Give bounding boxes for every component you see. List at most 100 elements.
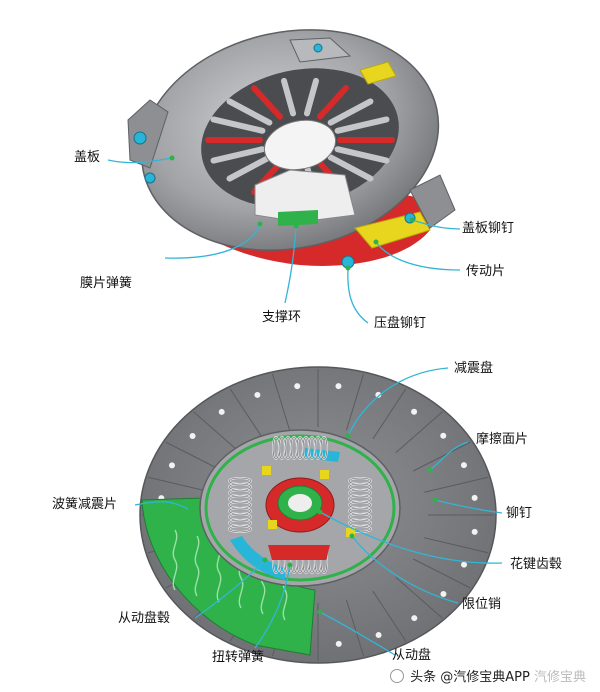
cover-lug-left	[127, 99, 169, 169]
leader-dot	[262, 557, 268, 563]
label-driven-plate: 从动盘	[392, 648, 432, 663]
wave-line	[172, 529, 178, 591]
toutiao-logo-icon	[389, 669, 404, 683]
torsion-spring	[272, 436, 328, 460]
facing-rivet	[461, 561, 468, 568]
leader-stop-pin	[351, 535, 459, 604]
leader-dot	[349, 533, 355, 539]
leader-driven-plate	[319, 611, 396, 656]
facing-segment-line	[413, 441, 471, 472]
leader-dot	[345, 265, 351, 271]
label-driven-hub: 从动盘毂	[118, 611, 171, 626]
diaphragm-finger	[210, 116, 266, 134]
facing-segment-line	[271, 373, 291, 431]
leader-dot	[409, 217, 415, 223]
diaphragm-finger	[317, 85, 349, 120]
label-wave-damper-plate: 波簧减震片	[52, 497, 118, 512]
facing-rivet	[168, 462, 175, 469]
diaphragm-finger	[327, 98, 374, 126]
diaphragm-finger	[226, 154, 273, 182]
facing-rivet	[411, 408, 418, 415]
label-damper-disc: 减震盘	[454, 361, 494, 376]
damper-accent	[230, 536, 285, 580]
facing-rivet	[375, 391, 382, 398]
leader-dot	[187, 507, 193, 513]
facing-rivet	[335, 383, 342, 390]
leader-driven-hub	[194, 559, 266, 619]
facing-segment-line	[395, 576, 443, 619]
top-leader-lines	[107, 157, 461, 324]
facing-segment-line	[345, 599, 365, 657]
label-spline-hub: 花键齿毂	[510, 557, 563, 572]
facing-rivet	[335, 640, 342, 647]
facing-rivet	[471, 528, 478, 535]
label-cover-rivet: 盖板铆钉	[462, 221, 515, 236]
facing-segment-line	[165, 441, 223, 472]
leader-diaphragm-spring	[164, 223, 261, 259]
torsion-spring	[228, 477, 252, 533]
watermark-faint: 汽修宝典	[533, 670, 586, 685]
facing-segment-line	[345, 373, 365, 431]
leader-dot	[345, 433, 351, 439]
top-leader-dots	[169, 155, 415, 271]
diaphragm-finger	[210, 146, 266, 164]
support-ring	[278, 210, 318, 226]
stop-pin	[320, 470, 329, 479]
leader-support-ring	[284, 225, 297, 304]
stop-pin	[346, 528, 355, 537]
leader-cover-rivet	[411, 219, 461, 230]
facing-rivet	[411, 615, 418, 622]
diaphragm-finger	[327, 154, 374, 182]
leader-dot	[317, 509, 323, 515]
leader-torsion-spring	[254, 564, 291, 649]
leader-dot	[287, 562, 293, 568]
bottom-leader-dots	[187, 433, 438, 615]
facing-rivet	[189, 432, 196, 439]
facing-segment-line	[372, 388, 407, 440]
label-drive-strap: 传动片	[466, 264, 506, 279]
facing-segment-line	[413, 558, 471, 589]
cutaway-section	[254, 169, 356, 223]
facing-rivet	[460, 462, 467, 469]
diaphragm-finger	[226, 98, 273, 126]
bottom-leader-lines	[134, 367, 503, 656]
facing-rivet	[218, 408, 225, 415]
leader-dot	[427, 467, 433, 473]
wave-line	[194, 535, 200, 597]
spring-coil-outline	[228, 525, 252, 533]
leader-damper-disc	[347, 367, 449, 437]
watermark: 头条 @汽修宝典APP 汽修宝典	[385, 665, 590, 686]
driven-hub	[268, 545, 330, 560]
leader-dot	[169, 155, 175, 161]
label-pressure-plate-rivet: 压盘铆钉	[374, 316, 427, 331]
facing-segment-line	[193, 411, 241, 454]
cover-rivet	[313, 43, 323, 53]
leader-dot	[257, 221, 263, 227]
facing-segment-line	[424, 537, 489, 554]
label-rivet: 铆钉	[506, 506, 533, 521]
facing-segment-line	[395, 411, 443, 454]
leader-drive-strap	[375, 241, 461, 271]
cover-rivet	[144, 172, 156, 184]
diaphragm-finger	[251, 85, 283, 120]
facing-rivet	[375, 632, 382, 639]
stop-pin	[268, 520, 277, 529]
label-friction-facing: 摩擦面片	[476, 432, 529, 447]
clutch-disc-assembly	[139, 366, 497, 664]
leader-friction-facing	[429, 441, 469, 471]
torsion-spring	[348, 477, 372, 533]
facing-segment-line	[147, 476, 212, 493]
diaphragm-finger	[303, 77, 319, 117]
watermark-prefix: 头条	[410, 670, 441, 685]
clutch-cover-assembly	[127, 29, 456, 269]
label-cover-plate: 盖板	[74, 150, 101, 165]
label-support-ring: 支撑环	[262, 310, 302, 325]
watermark-handle: @汽修宝典APP	[440, 670, 530, 685]
leader-dot	[373, 239, 379, 245]
facing-segment-line	[372, 590, 407, 642]
facing-rivet	[471, 494, 478, 501]
leader-dot	[293, 223, 299, 229]
facing-rivet	[440, 591, 447, 598]
label-diaphragm-spring: 膜片弹簧	[80, 276, 133, 291]
leader-wave-damper-plate	[134, 501, 191, 511]
